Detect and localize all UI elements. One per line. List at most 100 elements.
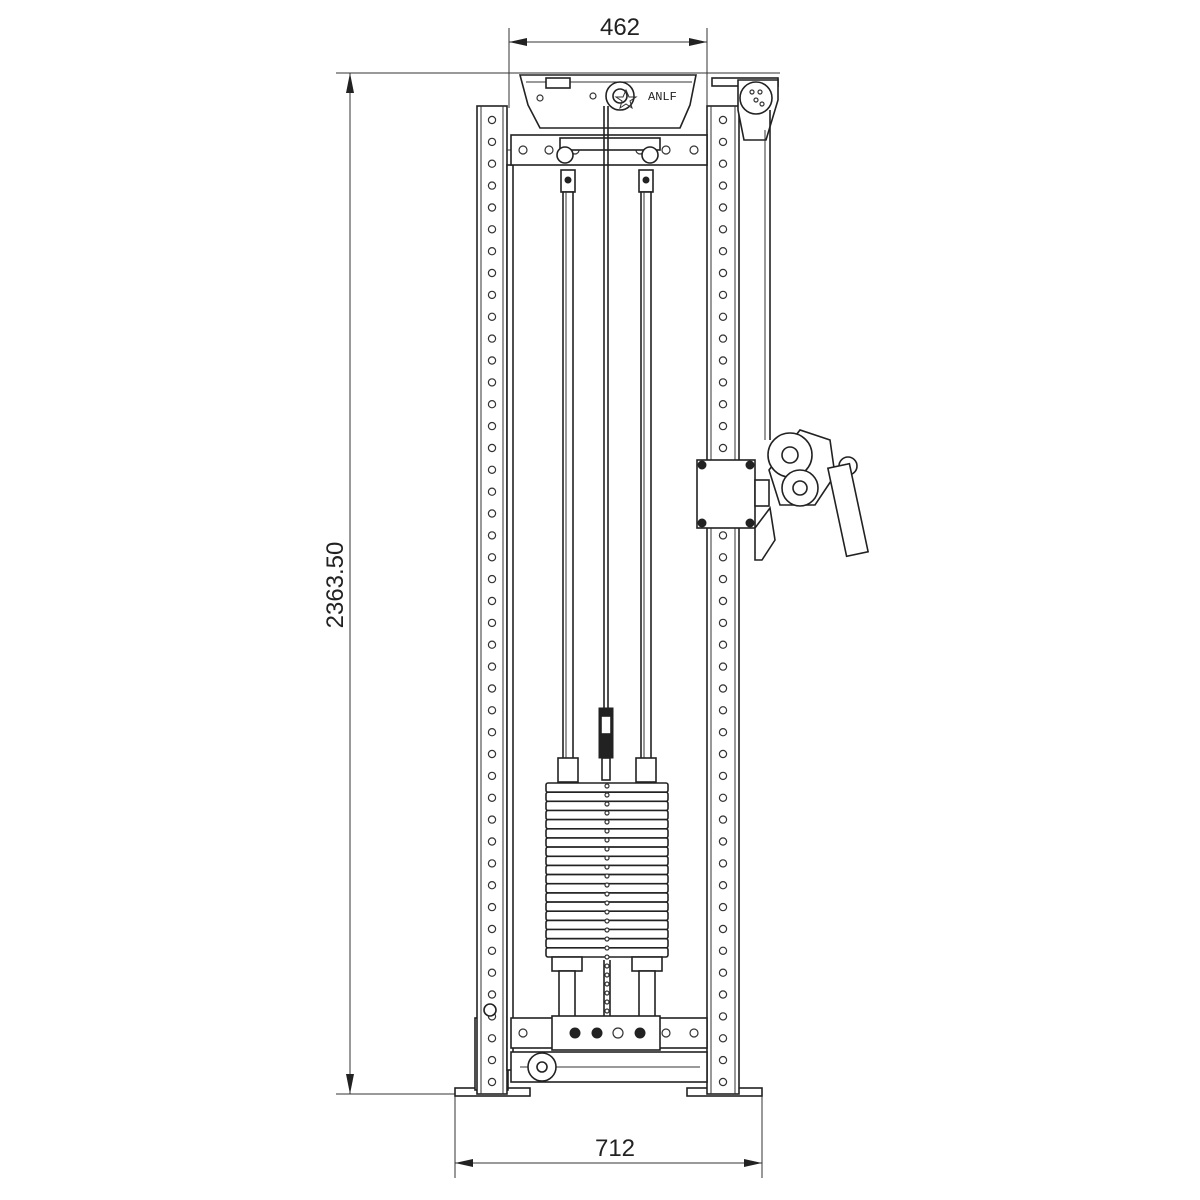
dimension-height: 2363.50 [322, 72, 780, 1095]
selector-hole [604, 963, 610, 969]
left-upright-holes [487, 115, 497, 1087]
upright-hole [487, 1055, 497, 1065]
upright-hole [718, 312, 728, 321]
cable-selector [598, 106, 614, 781]
upright-hole [718, 1055, 728, 1065]
upright-hole [487, 706, 497, 715]
upright-hole [487, 684, 497, 693]
selector-hole [604, 837, 610, 843]
selector-hole [604, 819, 610, 825]
upright-hole [487, 881, 497, 890]
dimension-height-label: 2363.50 [322, 542, 349, 629]
upright-hole [718, 859, 728, 868]
upright-hole [487, 531, 497, 540]
selector-hole [604, 927, 610, 933]
selector-hole [604, 936, 610, 942]
upright-hole [487, 225, 497, 234]
selector-hole [604, 846, 610, 852]
upright-hole [718, 946, 728, 956]
upright-hole [487, 902, 497, 912]
upright-hole [487, 618, 497, 628]
dimension-top-width-label: 462 [600, 14, 640, 41]
dimension-base-width-label: 712 [595, 1135, 635, 1162]
upright-hole [718, 902, 728, 912]
upright-hole [487, 268, 497, 278]
upright-hole [718, 662, 728, 671]
upright-hole [718, 378, 728, 387]
upright-hole [487, 509, 497, 518]
upright-hole [487, 553, 497, 562]
selector-stem-holes [604, 783, 610, 1014]
upright-hole [718, 356, 728, 365]
upright-hole [487, 1034, 497, 1043]
upright-hole [487, 924, 497, 934]
upright-hole [487, 378, 497, 387]
selector-hole [604, 981, 610, 987]
upright-hole [718, 924, 728, 934]
upright-hole [718, 203, 728, 212]
upright-hole [487, 662, 497, 671]
selector-hole [604, 972, 610, 978]
upright-hole [718, 990, 728, 999]
upright-hole [718, 137, 728, 147]
upright-hole [718, 881, 728, 890]
upright-hole [487, 137, 497, 147]
upright-hole [487, 1077, 497, 1087]
upright-hole [718, 421, 728, 431]
upright-hole [487, 290, 497, 300]
upright-hole [718, 815, 728, 824]
upright-hole [487, 115, 497, 125]
selector-hole [604, 990, 610, 996]
dimension-top-width: 462 [508, 14, 708, 108]
selector-hole [604, 900, 610, 906]
upright-hole [718, 290, 728, 300]
upright-hole [718, 706, 728, 715]
upright-hole [718, 640, 728, 649]
upright-hole [718, 400, 728, 409]
upright-hole [718, 574, 728, 584]
upright-hole [718, 115, 728, 125]
upright-hole [718, 1077, 728, 1087]
upright-hole [718, 968, 728, 977]
selector-hole [604, 864, 610, 870]
selector-hole [604, 945, 610, 951]
adjustable-carriage [696, 429, 870, 561]
upright-hole [487, 246, 497, 256]
right-upright [706, 105, 740, 1095]
upright-hole [487, 356, 497, 365]
upright-hole [718, 728, 728, 737]
bottom-crossbar [483, 1003, 708, 1083]
upright-hole [718, 596, 728, 606]
upright-hole [718, 837, 728, 846]
upright-hole [718, 159, 728, 168]
weight-stack [545, 782, 669, 1018]
upright-hole [718, 1034, 728, 1043]
upright-hole [487, 334, 497, 343]
housing-marking: ANLF [648, 90, 677, 104]
upright-hole [487, 815, 497, 824]
upright-hole [487, 574, 497, 584]
upright-hole [487, 837, 497, 846]
selector-hole [604, 792, 610, 798]
upright-hole [487, 181, 497, 190]
left-upright [476, 105, 514, 1095]
upright-hole [487, 596, 497, 606]
selector-hole [604, 918, 610, 924]
selector-hole [604, 810, 610, 816]
upright-hole [718, 771, 728, 781]
upright-hole [718, 181, 728, 190]
upright-hole [487, 946, 497, 956]
upright-hole [718, 749, 728, 759]
upright-hole [487, 640, 497, 649]
top-pulley-housing: ANLF [518, 74, 779, 440]
dimension-base-width: 712 [454, 1094, 763, 1178]
upright-hole [718, 793, 728, 803]
selector-hole [604, 954, 610, 960]
upright-hole [487, 990, 497, 999]
selector-hole [604, 855, 610, 861]
selector-hole [604, 999, 610, 1005]
upright-hole [487, 159, 497, 168]
selector-hole [604, 1008, 610, 1014]
upright-hole [487, 749, 497, 759]
upright-hole [487, 400, 497, 409]
